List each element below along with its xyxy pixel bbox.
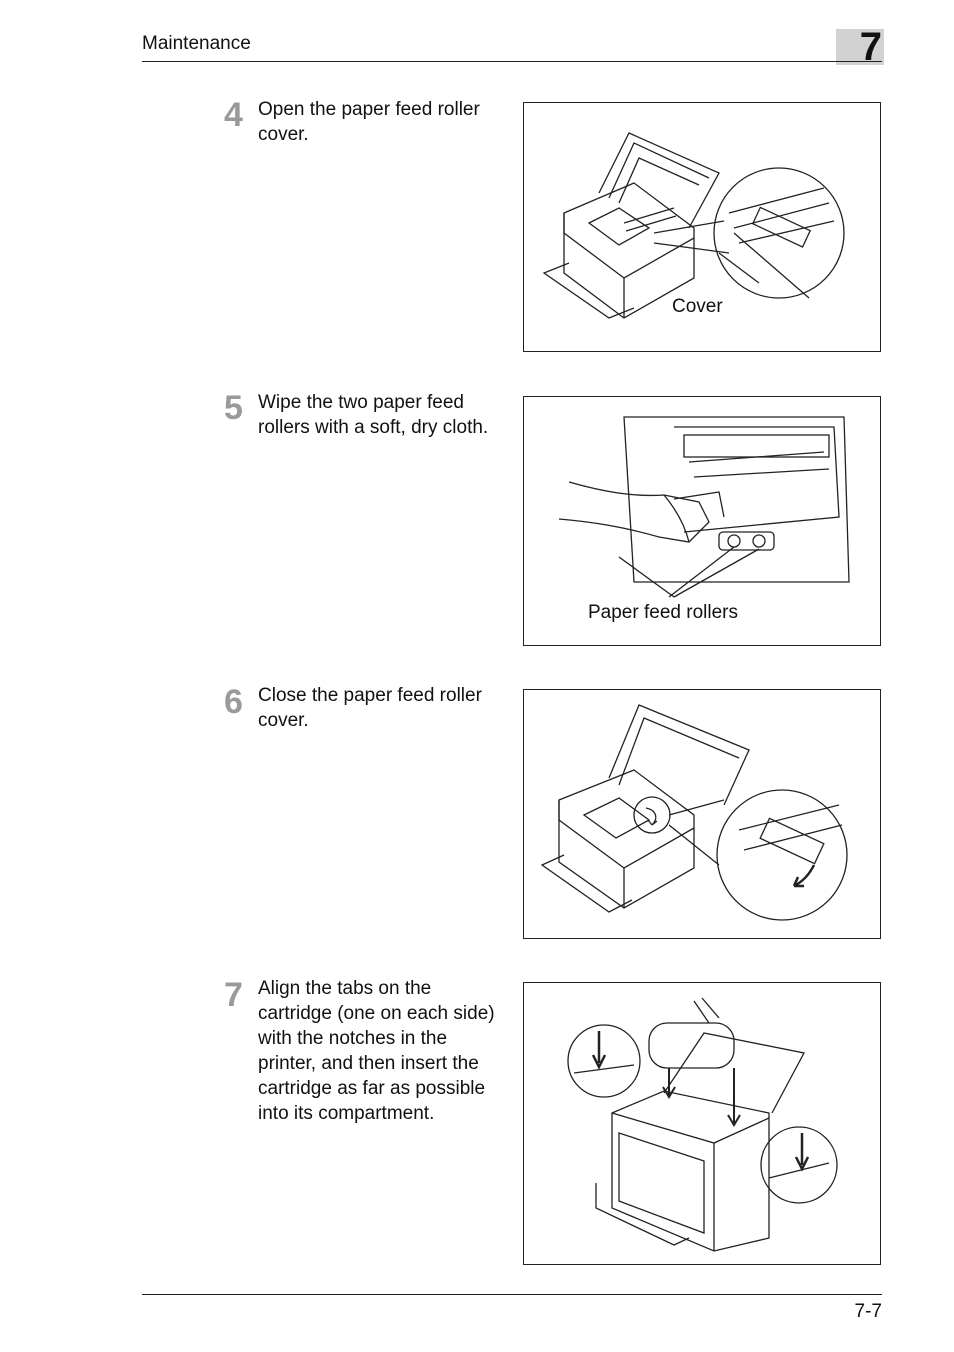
illustration-insert-cartridge	[523, 982, 881, 1265]
step-instruction: Align the tabs on the cartridge (one on …	[258, 978, 495, 1124]
page-header-title: Maintenance	[142, 33, 251, 54]
illustration-close-cover	[523, 689, 881, 939]
insert-cartridge-drawing	[567, 997, 838, 1252]
chapter-number-badge: 7	[836, 27, 884, 67]
step-number: 7	[224, 976, 243, 1014]
step-number: 6	[224, 683, 243, 721]
printer-close-cover-drawing	[540, 704, 848, 921]
wipe-rollers-drawing	[558, 416, 850, 598]
printer-open-cover-drawing	[542, 132, 845, 319]
step-instruction: Wipe the two paper feed rollers with a s…	[258, 392, 489, 438]
figure-label: Cover	[672, 296, 723, 317]
step-number: 5	[224, 389, 243, 427]
illustration-open-cover: Cover	[523, 102, 881, 352]
step-instruction: Open the paper feed roller cover.	[258, 99, 480, 145]
step-number: 4	[224, 96, 243, 134]
page-number: 7-7	[854, 1301, 882, 1322]
step-instruction: Close the paper feed roller cover.	[258, 685, 482, 731]
footer-divider	[142, 1294, 882, 1295]
figure-label: Paper feed rollers	[588, 602, 738, 623]
illustration-wipe-rollers: Paper feed rollers	[523, 396, 881, 646]
header-divider	[142, 61, 882, 62]
